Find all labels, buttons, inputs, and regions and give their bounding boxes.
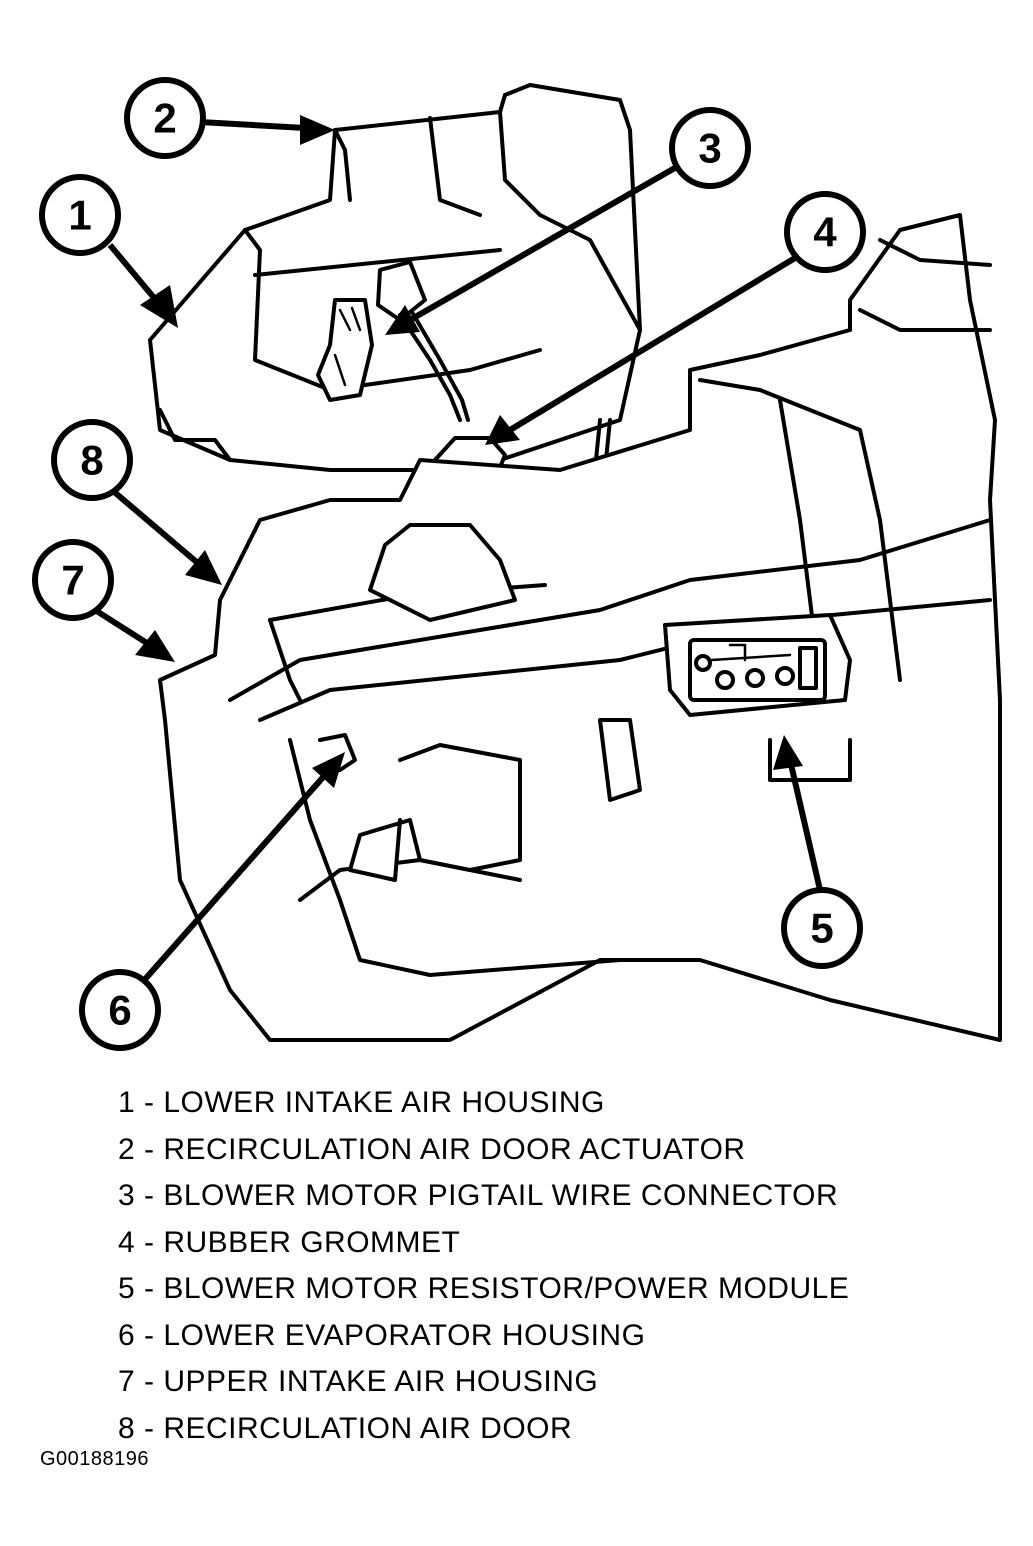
callout-number: 1 [68, 192, 91, 239]
callout-number: 3 [698, 125, 721, 172]
arrowhead-1 [140, 285, 178, 328]
leader-line-8 [110, 487, 202, 568]
legend-item: 5 - BLOWER MOTOR RESISTOR/POWER MODULE [118, 1272, 850, 1305]
arrowhead-4 [485, 415, 520, 445]
leader-line-7 [93, 607, 152, 648]
leader-line-1 [107, 243, 163, 307]
arrowhead-2 [300, 115, 335, 145]
legend-item: 7 - UPPER INTAKE AIR HOUSING [118, 1365, 599, 1398]
callout-2: 2 [124, 77, 206, 159]
callout-1: 1 [39, 174, 121, 256]
blower-motor-resistor-drawing [663, 613, 852, 717]
legend-item: 1 - LOWER INTAKE AIR HOUSING [118, 1086, 605, 1119]
leader-line-2 [199, 119, 306, 131]
legend-item: 2 - RECIRCULATION AIR DOOR ACTUATOR [118, 1132, 746, 1166]
leader-line-3 [408, 162, 682, 323]
legend-item: 4 - RUBBER GROMMET [118, 1225, 461, 1259]
callout-number: 7 [61, 557, 84, 604]
arrowhead-5 [773, 735, 803, 770]
blower-motor-pigtail-wire-connector-drawing [316, 260, 470, 422]
callout-number: 4 [813, 209, 837, 256]
arrowhead-6 [312, 752, 345, 788]
callout-6: 6 [79, 969, 161, 1051]
leader-line-6 [137, 773, 328, 987]
legend-item: 6 - LOWER EVAPORATOR HOUSING [118, 1318, 646, 1352]
hvac-housing-illustration: 1 2 3 4 5 6 7 8 [32, 77, 1002, 1051]
leader-line-5 [787, 759, 823, 891]
figure-code: G00188196 [40, 1448, 150, 1470]
parts-legend: 1 - LOWER INTAKE AIR HOUSING 2 - RECIRCU… [118, 1080, 849, 1452]
callout-number: 8 [80, 437, 103, 484]
callout-7: 7 [32, 539, 114, 621]
legend-item: 3 - BLOWER MOTOR PIGTAIL WIRE CONNECTOR [118, 1179, 839, 1212]
arrowhead-3 [385, 305, 420, 335]
callout-number: 6 [108, 987, 131, 1034]
arrowhead-7 [135, 630, 175, 662]
callout-8: 8 [51, 419, 133, 501]
callout-3: 3 [669, 107, 751, 189]
callout-4: 4 [784, 191, 866, 273]
legend-item: 8 - RECIRCULATION AIR DOOR [118, 1411, 573, 1445]
callout-number: 2 [153, 95, 176, 142]
callout-5: 5 [781, 887, 863, 969]
arrowhead-8 [185, 550, 222, 585]
lower-evaporator-housing-drawing [318, 733, 522, 882]
callout-number: 5 [810, 905, 833, 952]
leader-lines [93, 115, 823, 987]
leader-line-4 [508, 252, 802, 433]
